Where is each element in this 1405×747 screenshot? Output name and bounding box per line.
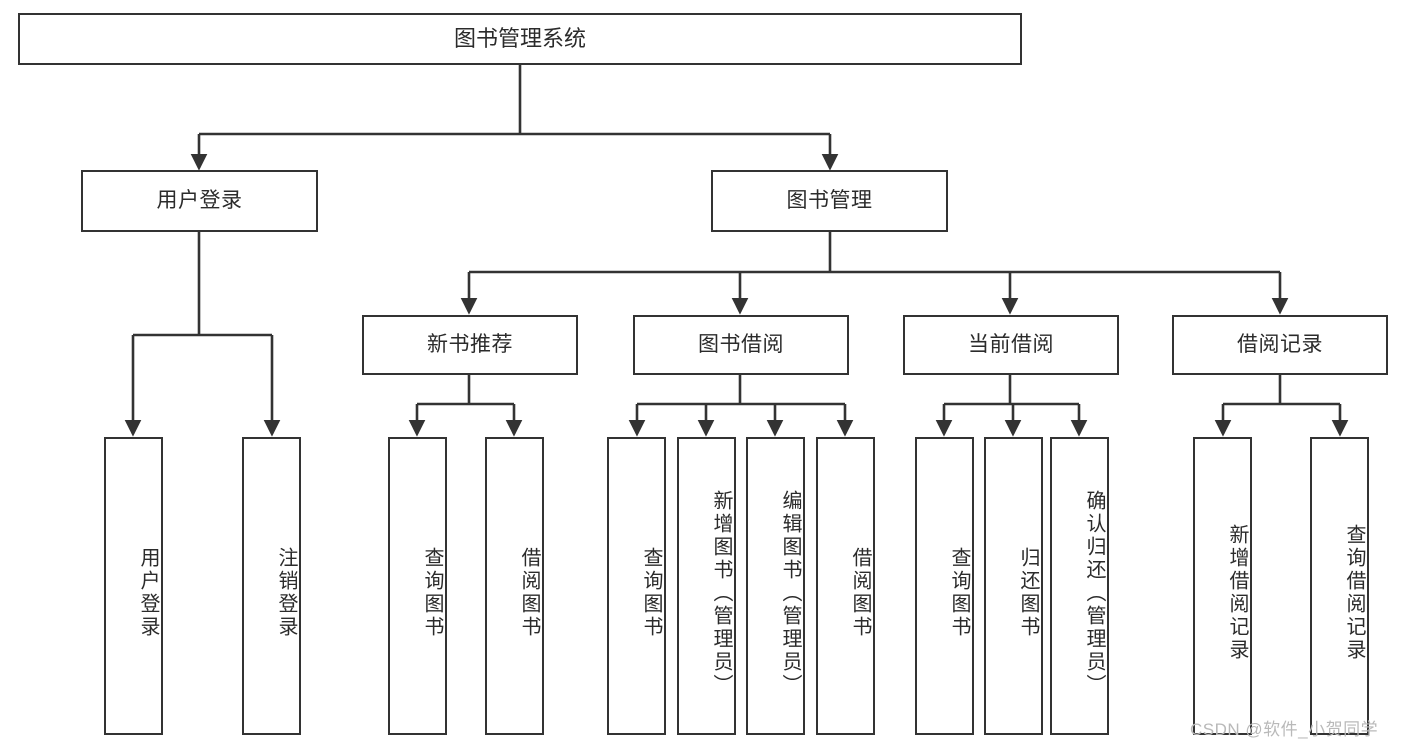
node-leaf-edit-book[interactable]: 编辑图书（管理员） (746, 437, 805, 735)
node-leaf-edit-book-label: 编辑图书（管理员） (779, 489, 801, 697)
node-book-borrow-label: 图书借阅 (698, 333, 784, 357)
node-leaf-query-book-1[interactable]: 查询图书 (388, 437, 447, 735)
node-leaf-user-login-label: 用户登录 (137, 547, 159, 639)
node-root[interactable]: 图书管理系统 (18, 13, 1022, 65)
node-leaf-add-record-label: 新增借阅记录 (1226, 524, 1248, 662)
node-user-login[interactable]: 用户登录 (81, 170, 318, 232)
node-leaf-return-book-label: 归还图书 (1017, 547, 1039, 639)
node-leaf-logout-label: 注销登录 (275, 547, 297, 639)
node-leaf-query-record-label: 查询借阅记录 (1343, 524, 1365, 662)
node-user-login-label: 用户登录 (156, 189, 243, 213)
node-leaf-return-book[interactable]: 归还图书 (984, 437, 1043, 735)
csdn-watermark: CSDN @软件_小贺同学 (1190, 720, 1379, 739)
node-leaf-query-book-3[interactable]: 查询图书 (915, 437, 974, 735)
node-leaf-query-book-2[interactable]: 查询图书 (607, 437, 666, 735)
node-leaf-borrow-book-1[interactable]: 借阅图书 (485, 437, 544, 735)
node-leaf-borrow-book-1-label: 借阅图书 (518, 547, 540, 639)
node-leaf-confirm-return[interactable]: 确认归还（管理员） (1050, 437, 1109, 735)
node-new-book-recommend[interactable]: 新书推荐 (362, 315, 578, 375)
node-borrow-record[interactable]: 借阅记录 (1172, 315, 1388, 375)
node-current-borrow-label: 当前借阅 (968, 333, 1054, 357)
node-leaf-query-book-3-label: 查询图书 (948, 547, 970, 639)
node-new-book-recommend-label: 新书推荐 (427, 333, 513, 357)
node-leaf-query-book-2-label: 查询图书 (640, 547, 662, 639)
node-leaf-logout[interactable]: 注销登录 (242, 437, 301, 735)
node-book-borrow[interactable]: 图书借阅 (633, 315, 849, 375)
node-leaf-confirm-return-label: 确认归还（管理员） (1083, 489, 1105, 697)
node-leaf-query-book-1-label: 查询图书 (421, 547, 443, 639)
node-book-management[interactable]: 图书管理 (711, 170, 948, 232)
node-leaf-add-book-label: 新增图书（管理员） (710, 489, 732, 697)
node-leaf-user-login[interactable]: 用户登录 (104, 437, 163, 735)
node-leaf-borrow-book-2-label: 借阅图书 (849, 547, 871, 639)
node-leaf-add-record[interactable]: 新增借阅记录 (1193, 437, 1252, 735)
node-book-management-label: 图书管理 (786, 189, 873, 213)
node-current-borrow[interactable]: 当前借阅 (903, 315, 1119, 375)
node-leaf-add-book[interactable]: 新增图书（管理员） (677, 437, 736, 735)
node-root-label: 图书管理系统 (453, 25, 586, 51)
node-leaf-query-record[interactable]: 查询借阅记录 (1310, 437, 1369, 735)
node-borrow-record-label: 借阅记录 (1237, 333, 1323, 357)
node-leaf-borrow-book-2[interactable]: 借阅图书 (816, 437, 875, 735)
